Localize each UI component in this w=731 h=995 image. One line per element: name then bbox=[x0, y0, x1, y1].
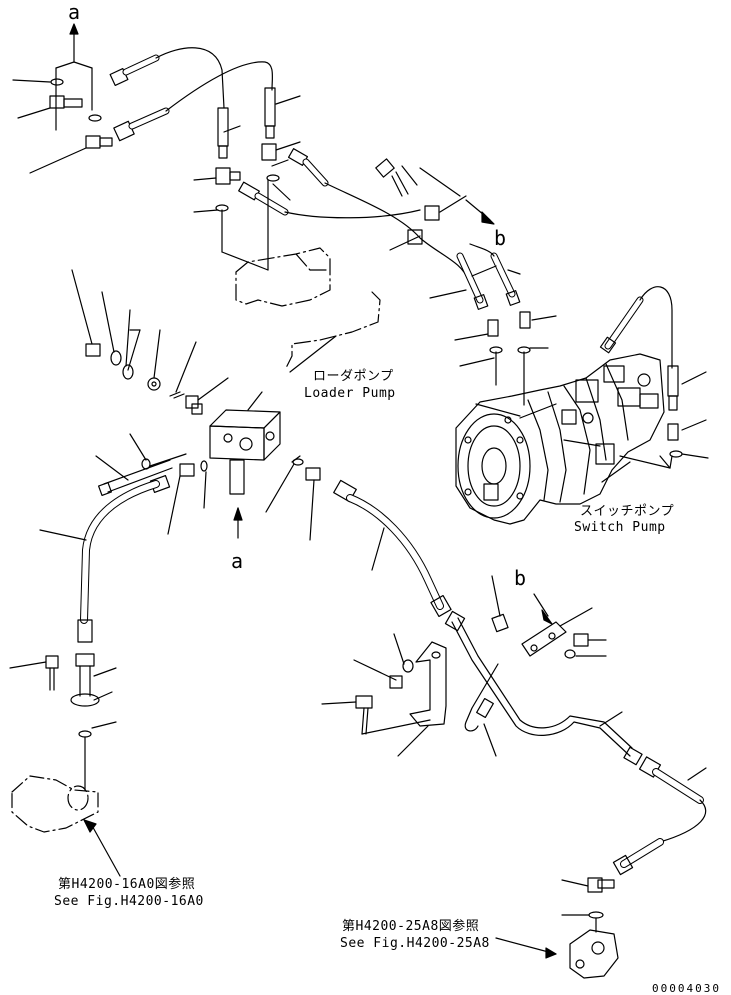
figure-reference-25a8-jp: 第H4200-25A8図参照 bbox=[342, 919, 480, 934]
callout-a-top-arrow bbox=[55, 23, 93, 131]
callout-label-a-bottom: a bbox=[231, 549, 244, 573]
leaders-top-center bbox=[193, 95, 301, 271]
loader-pump-label-en: Loader Pump bbox=[304, 386, 396, 401]
housing-arrow bbox=[83, 819, 121, 877]
right-lower-hose bbox=[612, 756, 707, 876]
switch-pump-label-jp: スイッチポンプ bbox=[580, 504, 675, 519]
tube-clamp bbox=[464, 607, 607, 757]
center-top-hoses bbox=[238, 148, 469, 281]
switch-pump-hose bbox=[599, 286, 709, 469]
drawing-number: 00004030 bbox=[652, 982, 721, 995]
left-hose bbox=[39, 475, 171, 643]
figure-reference-16a0-en: See Fig.H4200-16A0 bbox=[54, 894, 204, 909]
manifold-block bbox=[209, 391, 281, 495]
callout-label-b-top: b bbox=[494, 226, 507, 250]
middle-hose bbox=[333, 479, 452, 618]
steel-tube bbox=[444, 610, 643, 766]
figure-reference-25a8-en: See Fig.H4200-25A8 bbox=[340, 936, 490, 951]
left-parts-group bbox=[71, 269, 229, 415]
upper-hose-2 bbox=[113, 61, 274, 142]
callout-b-top-arrow bbox=[465, 199, 495, 225]
top-left-fittings bbox=[12, 78, 113, 174]
callout-label-a-top: a bbox=[68, 0, 81, 24]
mount-bracket bbox=[321, 575, 509, 757]
lower-left-housing bbox=[11, 775, 99, 833]
bottom-right-valve bbox=[495, 877, 619, 979]
callout-b-bottom-arrow bbox=[533, 593, 553, 625]
lower-left-fitting bbox=[9, 653, 117, 791]
switch-pump-body bbox=[455, 353, 665, 525]
vertical-hose-ends bbox=[215, 87, 280, 212]
block-bolts bbox=[95, 433, 321, 541]
switch-pump-label-en: Switch Pump bbox=[574, 520, 666, 535]
callout-label-b-bottom: b bbox=[514, 566, 527, 590]
upper-hose-1 bbox=[109, 47, 225, 109]
clamp-near-b bbox=[375, 158, 467, 251]
figure-reference-16a0-jp: 第H4200-16A0図参照 bbox=[58, 877, 196, 892]
loader-pump-leader bbox=[289, 335, 337, 373]
loader-pump-label-jp: ローダポンプ bbox=[313, 369, 394, 384]
pump-supply-hoses bbox=[429, 243, 557, 406]
callout-a-bottom-arrow bbox=[233, 507, 243, 539]
